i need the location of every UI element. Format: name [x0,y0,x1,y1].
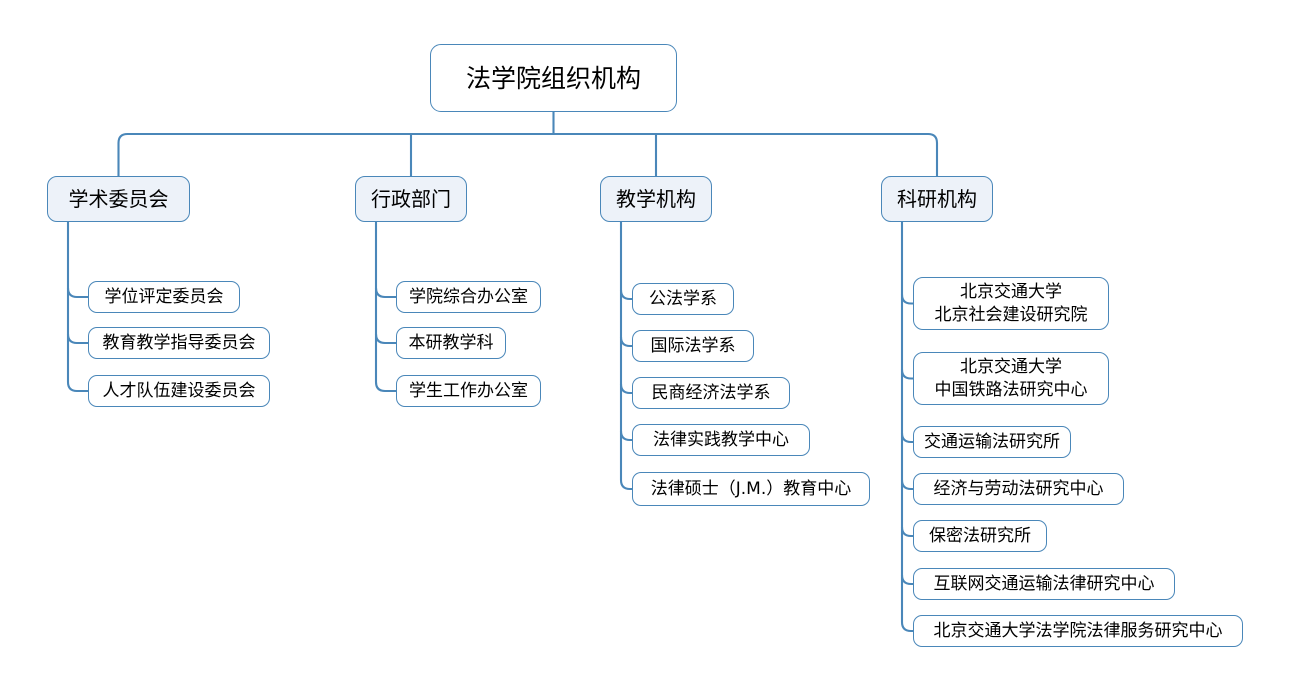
connector-elbow-research-institutions-2 [900,432,913,444]
node-leaf-research-institutions-3[interactable]: 经济与劳动法研究中心 [913,473,1124,505]
node-branch-administrative-departments[interactable]: 行政部门 [355,176,467,222]
node-leaf-teaching-institutions-2[interactable]: 民商经济法学系 [632,377,790,409]
node-leaf-research-institutions-4[interactable]: 保密法研究所 [913,520,1047,552]
connector-elbow-research-institutions-1 [900,369,913,380]
node-leaf-academic-committee-1[interactable]: 教育教学指导委员会 [88,327,270,359]
node-leaf-research-institutions-1[interactable]: 北京交通大学 中国铁路法研究中心 [913,352,1109,405]
connector-elbow-research-institutions-3 [900,479,913,491]
node-leaf-administrative-departments-1[interactable]: 本研教学科 [396,327,506,359]
connector-trunk-research-institutions [900,222,913,633]
node-leaf-academic-committee-2[interactable]: 人才队伍建设委员会 [88,375,270,407]
connector-root-bus [117,132,939,176]
node-branch-research-institutions[interactable]: 科研机构 [881,176,993,222]
connector-elbow-administrative-departments-0 [374,287,396,299]
connector-trunk-teaching-institutions [619,222,632,491]
connector-elbow-academic-committee-1 [66,333,88,345]
node-leaf-research-institutions-2[interactable]: 交通运输法研究所 [913,426,1071,458]
connector-elbow-academic-committee-0 [66,287,88,299]
connector-elbow-research-institutions-5 [900,574,913,586]
node-leaf-academic-committee-0[interactable]: 学位评定委员会 [88,281,240,313]
node-leaf-teaching-institutions-0[interactable]: 公法学系 [632,283,734,315]
connector-elbow-teaching-institutions-1 [619,336,632,348]
connector-elbow-research-institutions-4 [900,526,913,538]
node-leaf-teaching-institutions-1[interactable]: 国际法学系 [632,330,754,362]
connector-trunk-administrative-departments [374,222,396,393]
node-leaf-administrative-departments-0[interactable]: 学院综合办公室 [396,281,541,313]
node-leaf-teaching-institutions-4[interactable]: 法律硕士（J.M.）教育中心 [632,472,870,506]
node-branch-academic-committee[interactable]: 学术委员会 [47,176,190,222]
connector-elbow-research-institutions-0 [900,294,913,305]
connector-trunk-academic-committee [66,222,88,393]
node-branch-teaching-institutions[interactable]: 教学机构 [600,176,712,222]
node-root[interactable]: 法学院组织机构 [430,44,677,112]
connector-elbow-administrative-departments-1 [374,333,396,345]
connector-elbow-teaching-institutions-0 [619,289,632,301]
connector-elbow-teaching-institutions-3 [619,430,632,442]
connector-elbow-teaching-institutions-2 [619,383,632,395]
node-leaf-research-institutions-6[interactable]: 北京交通大学法学院法律服务研究中心 [913,615,1243,647]
node-leaf-research-institutions-5[interactable]: 互联网交通运输法律研究中心 [913,568,1175,600]
node-leaf-research-institutions-0[interactable]: 北京交通大学 北京社会建设研究院 [913,277,1109,330]
node-leaf-teaching-institutions-3[interactable]: 法律实践教学中心 [632,424,810,456]
node-leaf-administrative-departments-2[interactable]: 学生工作办公室 [396,375,541,407]
